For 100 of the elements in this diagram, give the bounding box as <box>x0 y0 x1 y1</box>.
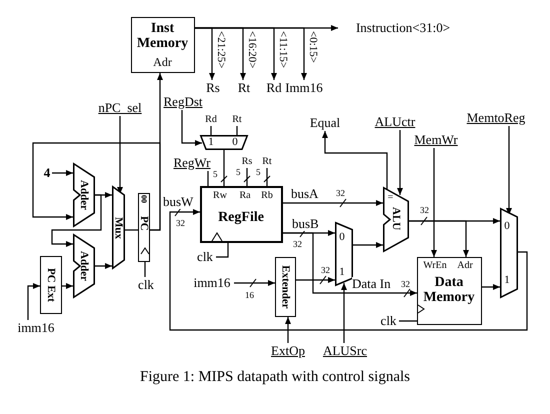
wire <box>482 284 500 290</box>
multiplexer <box>200 135 248 150</box>
wire <box>181 110 202 146</box>
wire <box>95 192 112 198</box>
memory-block <box>417 257 482 325</box>
signal-label: Instruction<31:0> <box>338 20 468 36</box>
wire <box>285 317 291 343</box>
bus-width-label: 16 <box>245 290 254 300</box>
block-title: PC Ext <box>45 268 57 302</box>
wire <box>296 276 335 284</box>
port-label: Rb <box>260 190 274 201</box>
wire <box>220 150 228 186</box>
constant-label: 4 <box>42 165 52 181</box>
port-label: 1 <box>338 266 346 278</box>
port-label: Adr <box>456 260 474 271</box>
port-label: Rd <box>203 114 219 126</box>
wire <box>216 243 229 258</box>
control-signal-label: nPC_sel <box>94 100 146 116</box>
adder-unit <box>73 234 95 298</box>
edge-label: Data In <box>352 277 391 291</box>
port-label: 0 <box>338 231 346 243</box>
wire <box>397 130 403 195</box>
block-title: ALU <box>390 207 402 230</box>
alu-unit <box>383 187 409 252</box>
port-label: Rs <box>240 156 254 168</box>
signal-label: Equal <box>306 115 344 131</box>
bus-width-label: 32 <box>293 239 302 249</box>
wire <box>169 208 528 331</box>
bus-width-label: 32 <box>420 205 429 215</box>
signal-label: imm16 <box>14 320 58 336</box>
wire <box>51 194 102 247</box>
port-label: Adr <box>152 56 173 69</box>
wire <box>431 148 437 257</box>
port-label: 00 <box>140 195 148 203</box>
wire <box>144 262 146 277</box>
control-signal-label: RegWr <box>170 155 214 171</box>
wire <box>399 320 417 322</box>
block-title: Extender <box>280 265 292 309</box>
bus-width-label: 32 <box>321 265 330 275</box>
bit-range-label: <16:20> <box>246 31 257 68</box>
port-label: 0 <box>503 220 511 232</box>
port-label: 0 <box>231 136 239 148</box>
wire <box>283 198 383 208</box>
field-label: Imm16 <box>285 80 323 96</box>
wire <box>125 229 138 231</box>
wire <box>264 168 270 186</box>
bit-range-label: <0:15> <box>307 31 318 63</box>
control-signal-label: ALUctr <box>372 114 418 130</box>
wire <box>207 171 209 186</box>
block-title: Adder <box>78 251 90 281</box>
multiplexer <box>112 186 125 269</box>
edge-label: busW <box>163 195 194 209</box>
control-signal-label: RegDst <box>160 94 206 110</box>
control-signal-label: ExtOp <box>268 343 308 359</box>
port-label: 1 <box>503 274 511 286</box>
wire <box>62 283 73 289</box>
bus-width-label: 32 <box>336 188 345 198</box>
block-title: RegFile <box>217 210 265 225</box>
edge-label: busB <box>292 217 319 231</box>
adder-unit <box>73 163 95 227</box>
wire <box>341 283 347 343</box>
control-signal-label: MemWr <box>413 132 459 148</box>
control-signal-label: MemtoReg <box>465 110 527 126</box>
bus-width-label: 5 <box>236 167 240 177</box>
wire <box>353 242 383 248</box>
block-title: Inst Memory <box>136 21 190 51</box>
extender-block <box>275 257 296 317</box>
block-title: PC <box>138 216 150 231</box>
wire <box>234 278 275 288</box>
port-label: Rt <box>260 156 274 168</box>
pc-register <box>138 193 150 262</box>
memory-block <box>131 17 195 73</box>
port-label: = <box>386 192 394 203</box>
field-label: Rt <box>234 80 254 96</box>
wire <box>322 131 388 190</box>
block-title: Data Memory <box>422 275 476 305</box>
wire <box>244 168 250 186</box>
port-label: Ra <box>238 190 252 201</box>
port-label: WrEn <box>422 260 448 271</box>
wire <box>409 220 469 257</box>
field-label: Rs <box>203 80 223 96</box>
block-title: Adder <box>78 180 90 210</box>
clock-label: clk <box>378 313 399 329</box>
wire <box>32 142 161 231</box>
field-label: Rd <box>264 80 284 96</box>
clock-label: clk <box>135 277 157 293</box>
wire <box>506 126 512 215</box>
clock-label: clk <box>194 249 216 265</box>
wire <box>283 232 417 298</box>
wire <box>95 263 112 269</box>
port-label: 1 <box>207 136 215 148</box>
bit-range-label: <11:15> <box>277 31 288 68</box>
wire <box>195 27 307 80</box>
caption: Figure 1: MIPS datapath with control signals <box>139 368 411 386</box>
block-title: Mux <box>112 216 124 238</box>
wire <box>27 283 40 320</box>
register-file <box>200 186 283 243</box>
edge-label: busA <box>291 187 318 201</box>
wire <box>117 116 123 194</box>
signal-label: imm16 <box>190 275 234 291</box>
